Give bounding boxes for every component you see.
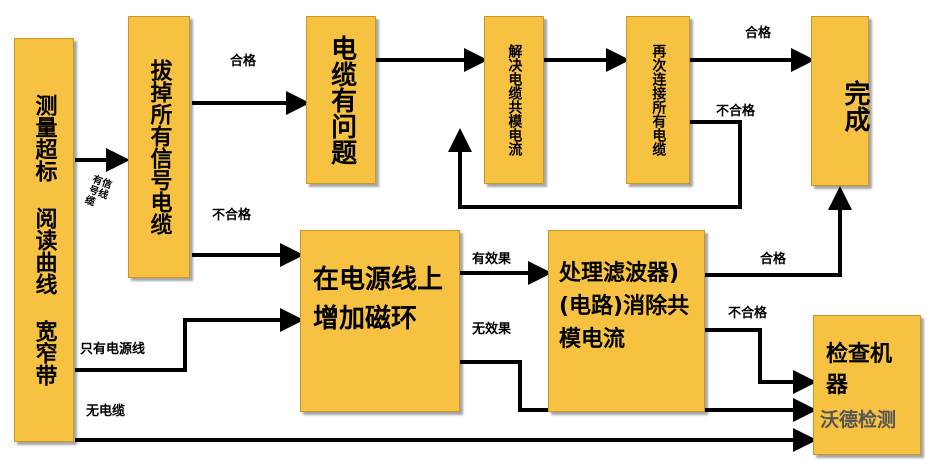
measure-text: 测量超标 阅读曲线 宽窄带 (31, 94, 57, 386)
measure-box: 测量超标 阅读曲线 宽窄带 (14, 38, 74, 442)
arrow-filter-to-check (705, 328, 817, 394)
done-box: 完成 (811, 16, 870, 186)
label-pass-3: 合格 (760, 252, 787, 267)
label-pass-1: 合格 (230, 54, 257, 69)
label-fail-1: 不合格 (212, 208, 252, 223)
reconnect-text: 再次连接所有电缆 (650, 44, 667, 156)
label-no-cable: 无电缆 (86, 404, 126, 419)
done-text: 完成 (840, 80, 870, 132)
common-mode-box: 解决电缆共模电流 (484, 16, 544, 184)
reconnect-box: 再次连接所有电缆 (626, 16, 690, 184)
ferrite-box: 在电源线上增加磁环 (300, 230, 460, 412)
arrow-reconnect-loop-back (448, 120, 742, 209)
cable-problem-text: 电缆有问题 (326, 35, 357, 165)
arrow-filter-to-done (705, 186, 852, 277)
watermark-text: 沃德检测 (819, 409, 896, 431)
arrow-poweronly-to-ferrite (75, 308, 304, 372)
check-machine-box: 检查机器 (813, 315, 921, 455)
check-machine-text: 检查机器 (826, 342, 893, 398)
filter-box: 处理滤波器)(电路)消除共模电流 (548, 230, 705, 412)
filter-text: 处理滤波器)(电路)消除共模电流 (559, 261, 690, 352)
label-ineffective: 无效果 (472, 322, 512, 337)
unplug-text: 拔掉所有信号电缆 (146, 59, 172, 235)
common-mode-text: 解决电缆共模电流 (506, 44, 523, 156)
unplug-box: 拔掉所有信号电缆 (128, 16, 190, 278)
label-pass-2: 合格 (745, 26, 772, 41)
label-power-only: 只有电源线 (80, 342, 146, 357)
ferrite-text: 在电源线上增加磁环 (313, 265, 444, 334)
cable-problem-box: 电缆有问题 (306, 16, 376, 184)
label-fail-3: 不合格 (728, 306, 768, 321)
label-effective: 有效果 (472, 252, 512, 267)
label-fail-2: 不合格 (716, 104, 756, 119)
